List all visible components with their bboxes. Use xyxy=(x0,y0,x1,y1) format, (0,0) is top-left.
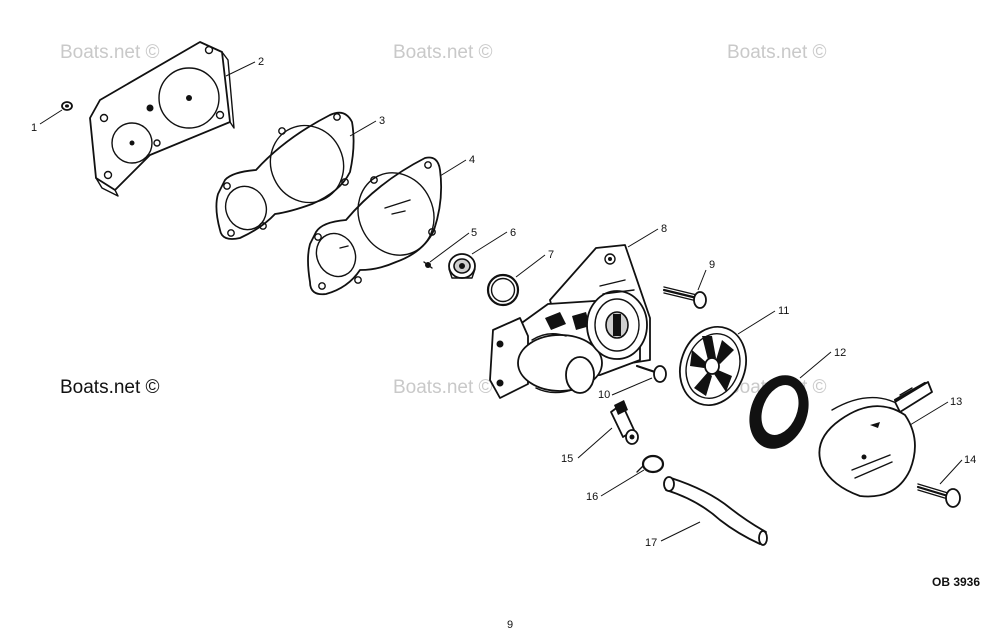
callout-10: 10 xyxy=(598,389,610,401)
callout-6: 6 xyxy=(510,227,516,239)
watermark: Boats.net © xyxy=(393,42,493,63)
callout-12: 12 xyxy=(834,347,846,359)
callout-9: 9 xyxy=(709,259,715,271)
part-4-diaphragm xyxy=(307,156,443,296)
leader-lines xyxy=(39,61,963,542)
part-13-filter-cover xyxy=(818,381,933,498)
watermark: Boats.net © xyxy=(727,42,827,63)
drawing-code: OB 3936 xyxy=(932,575,980,589)
watermark: Boats.net © xyxy=(60,377,160,398)
part-17-hose xyxy=(663,476,768,546)
callout-15: 15 xyxy=(561,453,573,465)
part-9-bolt xyxy=(662,286,707,309)
callout-17: 17 xyxy=(645,537,657,549)
part-5-screw xyxy=(423,261,433,269)
callout-8: 8 xyxy=(661,223,667,235)
callout-2: 2 xyxy=(258,56,264,68)
part-7-o-ring xyxy=(486,273,520,307)
part-6-check-valve xyxy=(448,253,476,279)
part-3-gasket xyxy=(215,111,355,240)
watermark: Boats.net © xyxy=(60,42,160,63)
part-16-clamp xyxy=(636,454,665,474)
watermark: Boats.net © xyxy=(393,377,493,398)
part-14-screw xyxy=(916,483,961,508)
part-15-fitting xyxy=(610,400,639,445)
part-1-washer xyxy=(61,101,73,111)
callout-11: 11 xyxy=(778,305,789,317)
part-10-screw xyxy=(635,364,667,383)
part-11-valve-disc xyxy=(679,325,747,407)
part-8-pump-body xyxy=(489,244,651,399)
callout-7: 7 xyxy=(548,249,554,261)
part-2-cover-plate xyxy=(89,41,235,197)
callout-3: 3 xyxy=(379,115,385,127)
callout-16: 16 xyxy=(586,491,598,503)
callout-1: 1 xyxy=(31,122,37,134)
callout-13: 13 xyxy=(950,396,962,408)
part-12-gasket-ring xyxy=(749,375,809,449)
page-number: 9 xyxy=(507,619,513,630)
callout-4: 4 xyxy=(469,154,475,166)
callout-14: 14 xyxy=(964,454,976,466)
callout-5: 5 xyxy=(471,227,477,239)
callout-labels: 1 2 3 4 5 6 7 8 9 11 12 13 14 10 15 16 1… xyxy=(31,56,976,549)
